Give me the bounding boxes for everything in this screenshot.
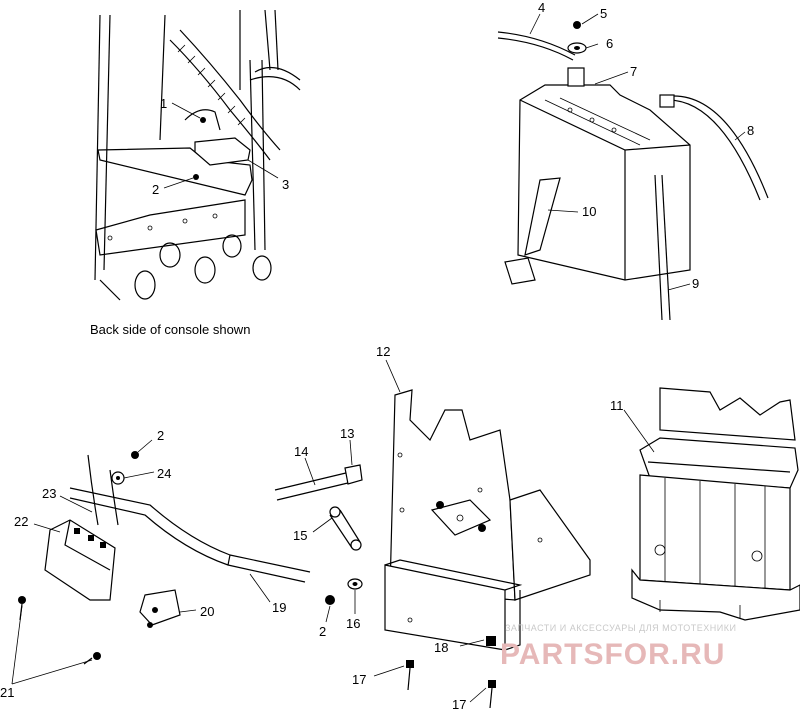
callout-4: 4 bbox=[538, 0, 545, 15]
leader-lines-console bbox=[163, 102, 279, 189]
callout-18: 18 bbox=[434, 640, 448, 655]
console-caption: Back side of console shown bbox=[90, 322, 250, 337]
watermark-tagline: ЗАПЧАСТИ И АКСЕССУАРЫ ДЛЯ МОТОТЕХНИКИ bbox=[505, 623, 736, 633]
callout-2-relay: 2 bbox=[157, 428, 164, 443]
callout-20: 20 bbox=[200, 604, 214, 619]
callout-19: 19 bbox=[272, 600, 286, 615]
callout-21: 21 bbox=[0, 685, 14, 700]
callout-2: 2 bbox=[152, 182, 159, 197]
callout-1: 1 bbox=[160, 96, 167, 111]
callout-22: 22 bbox=[14, 514, 28, 529]
callout-12: 12 bbox=[376, 344, 390, 359]
callout-15: 15 bbox=[293, 528, 307, 543]
battery-assembly bbox=[497, 21, 769, 321]
battery-box-assembly bbox=[631, 387, 800, 621]
callout-17-a: 17 bbox=[352, 672, 366, 687]
callout-5: 5 bbox=[600, 6, 607, 21]
callout-14: 14 bbox=[294, 444, 308, 459]
callout-9: 9 bbox=[692, 276, 699, 291]
callout-8: 8 bbox=[747, 123, 754, 138]
leader-lines-bracket bbox=[304, 359, 487, 703]
callout-2-bracket: 2 bbox=[319, 624, 326, 639]
leader-lines-box bbox=[623, 409, 655, 453]
battery-bracket-assembly bbox=[274, 389, 591, 709]
callout-6: 6 bbox=[606, 36, 613, 51]
watermark: ЗАПЧАСТИ И АКСЕССУАРЫ ДЛЯ МОТОТЕХНИКИ PA… bbox=[500, 623, 736, 671]
callout-7: 7 bbox=[630, 64, 637, 79]
callout-24: 24 bbox=[157, 466, 171, 481]
leader-lines-battery bbox=[529, 13, 746, 291]
callout-10: 10 bbox=[582, 204, 596, 219]
callout-3: 3 bbox=[282, 177, 289, 192]
callout-13: 13 bbox=[340, 426, 354, 441]
callout-17-b: 17 bbox=[452, 697, 466, 712]
callout-16: 16 bbox=[346, 616, 360, 631]
callout-11: 11 bbox=[610, 398, 624, 413]
callout-23: 23 bbox=[42, 486, 56, 501]
console-assembly bbox=[94, 9, 301, 301]
relay-assembly bbox=[18, 451, 311, 665]
watermark-logo: PARTSFOR.RU bbox=[500, 638, 725, 671]
leader-lines-relay bbox=[11, 439, 271, 685]
